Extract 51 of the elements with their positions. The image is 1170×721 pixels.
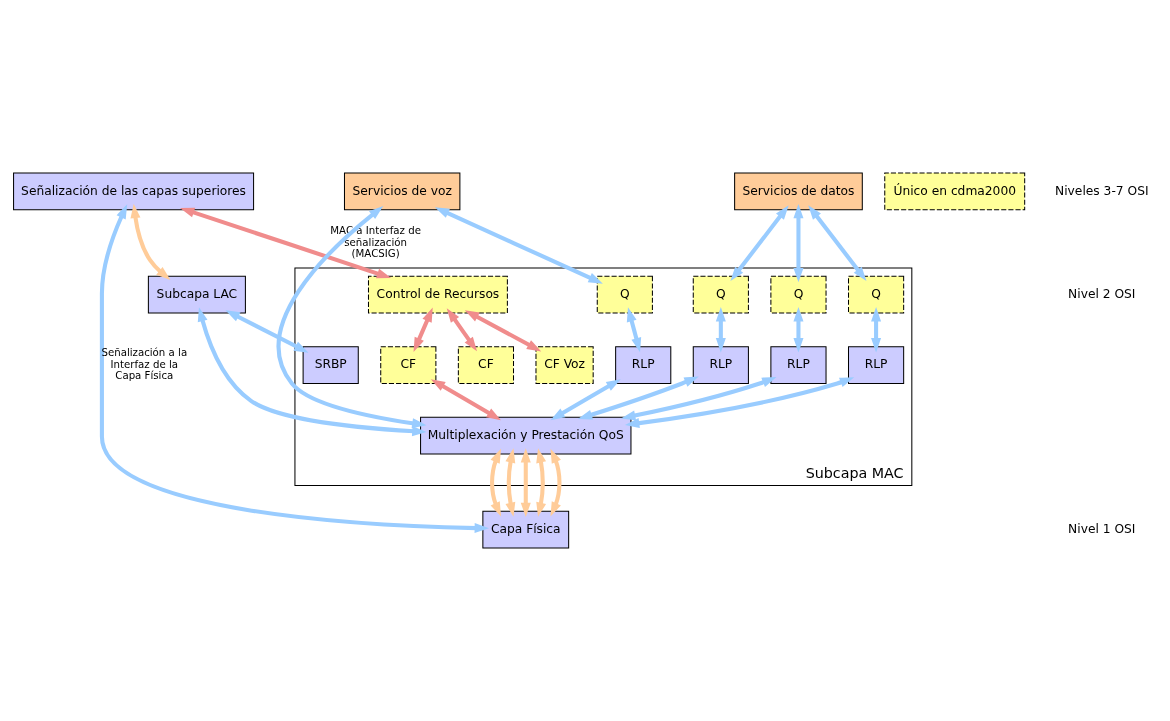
node-box: CF (457, 346, 514, 384)
node-box: RLP (615, 346, 672, 384)
node-box: Servicios de voz (343, 172, 461, 211)
arrow (225, 310, 309, 353)
arrow (505, 448, 516, 517)
arrow (550, 379, 621, 421)
arrow (520, 448, 531, 518)
arrow (577, 376, 699, 420)
node-box: Q (770, 275, 827, 314)
arrow (430, 379, 501, 421)
arrow (626, 307, 642, 353)
label: Niveles 3-7 OSI (1055, 183, 1149, 198)
node-box: Q (596, 275, 653, 314)
label: Nivel 2 OSI (1068, 286, 1136, 301)
arrow (621, 377, 777, 421)
arrow (793, 203, 804, 283)
arrow (490, 448, 502, 517)
node-box: RLP (770, 346, 827, 384)
arrow (871, 307, 882, 353)
arrow (413, 307, 433, 352)
arrow (180, 207, 392, 279)
arrow (434, 207, 603, 284)
node-box: Señalización de las capas superiores (13, 172, 255, 211)
arrow (550, 448, 562, 517)
node-box: RLP (692, 346, 749, 384)
node-box: CF (380, 346, 437, 384)
node-box: RLP (848, 346, 905, 384)
node-box: Multiplexación y Prestación QoS (420, 416, 632, 455)
node-box: Q (692, 275, 749, 314)
arrow (130, 203, 171, 280)
arrow (277, 206, 427, 429)
arrow (625, 377, 855, 429)
node-box: Control de Recursos (367, 275, 508, 314)
edge-label: Señalización a la Interfaz de la Capa Física (101, 347, 188, 381)
node-box: Servicios de datos (734, 172, 863, 211)
node-box: Subcapa LAC (147, 275, 246, 314)
arrow (464, 310, 542, 352)
arrow (793, 307, 804, 353)
arrow (536, 448, 547, 517)
node-box: Único en cdma2000 (884, 172, 1026, 211)
node-box: CF Voz (535, 346, 594, 384)
arrow (808, 205, 867, 282)
arrow (446, 308, 477, 352)
arrow (197, 307, 427, 437)
node-box: Capa Física (482, 510, 570, 549)
arrow (99, 204, 489, 534)
node-box: Q (848, 275, 905, 314)
label: Nivel 1 OSI (1068, 521, 1136, 536)
node-box: SRBP (302, 346, 359, 384)
arrow (730, 205, 789, 282)
arrow (715, 307, 726, 353)
